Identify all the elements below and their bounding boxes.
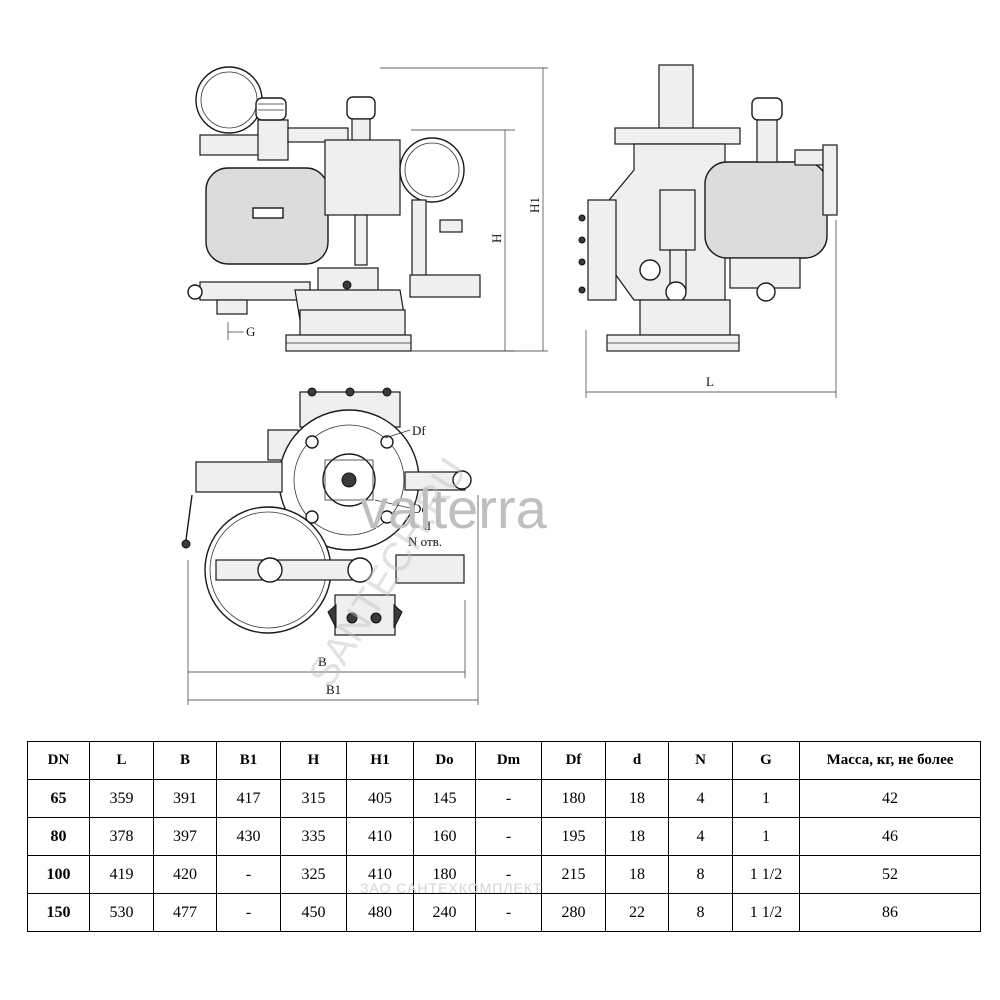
header-cell: DN: [27, 741, 90, 780]
table-cell: 8: [668, 855, 733, 894]
spec-table: DN L B B1 H H1 Do Dm Df d N G Масса, кг,…: [27, 741, 981, 932]
table-cell: 397: [153, 817, 217, 856]
table-cell: 315: [280, 779, 347, 818]
technical-drawing: H H1 G L: [181, 64, 838, 705]
table-cell: 378: [89, 817, 154, 856]
side-view: L: [578, 64, 838, 398]
label-d: d: [424, 518, 431, 533]
dim-G: G: [246, 324, 255, 339]
table-cell: 417: [216, 779, 281, 818]
header-cell: G: [732, 741, 800, 780]
table-row: 65 359 391 417 315 405 145 - 180 18 4 1 …: [27, 779, 981, 818]
header-cell: H1: [346, 741, 414, 780]
table-cell: 1: [732, 779, 800, 818]
table-cell: 150: [27, 893, 90, 932]
header-cell: Do: [413, 741, 476, 780]
table-cell: -: [216, 855, 281, 894]
top-view: Df Do d N отв. B B1: [181, 387, 479, 705]
table-cell: 1: [732, 817, 800, 856]
table-cell: -: [475, 779, 542, 818]
table-cell: 359: [89, 779, 154, 818]
header-cell: Масса, кг, не более: [799, 741, 981, 780]
table-cell: 430: [216, 817, 281, 856]
header-cell: d: [605, 741, 669, 780]
table-cell: 42: [799, 779, 981, 818]
header-cell: Dm: [475, 741, 542, 780]
table-cell: 46: [799, 817, 981, 856]
table-cell: 530: [89, 893, 154, 932]
table-cell: 65: [27, 779, 90, 818]
table-cell: 180: [541, 779, 606, 818]
table-cell: 22: [605, 893, 669, 932]
header-cell: N: [668, 741, 733, 780]
table-cell: 160: [413, 817, 476, 856]
header-cell: H: [280, 741, 347, 780]
table-cell: 215: [541, 855, 606, 894]
table-cell: 420: [153, 855, 217, 894]
dim-H: H: [489, 234, 504, 243]
table-cell: 4: [668, 779, 733, 818]
table-cell: 86: [799, 893, 981, 932]
table-cell: 335: [280, 817, 347, 856]
table-cell: 18: [605, 817, 669, 856]
table-header-row: DN L B B1 H H1 Do Dm Df d N G Масса, кг,…: [27, 741, 981, 780]
table-cell: 280: [541, 893, 606, 932]
label-N: N отв.: [408, 534, 442, 549]
table-cell: 477: [153, 893, 217, 932]
dim-L: L: [706, 374, 714, 389]
dim-B: B: [318, 654, 327, 669]
table-cell: -: [475, 855, 542, 894]
table-cell: 419: [89, 855, 154, 894]
table-cell: 195: [541, 817, 606, 856]
header-cell: Df: [541, 741, 606, 780]
table-cell: 145: [413, 779, 476, 818]
label-Df: Df: [412, 423, 426, 438]
table-cell: 18: [605, 855, 669, 894]
table-cell: 18: [605, 779, 669, 818]
table-cell: 8: [668, 893, 733, 932]
table-cell: 405: [346, 779, 414, 818]
table-row: 80 378 397 430 335 410 160 - 195 18 4 1 …: [27, 817, 981, 856]
watermark-brand: valterra: [360, 477, 548, 540]
table-cell: 80: [27, 817, 90, 856]
table-cell: 480: [346, 893, 414, 932]
table-cell: 180: [413, 855, 476, 894]
table-cell: -: [475, 817, 542, 856]
table-row: 100 419 420 - 325 410 180 - 215 18 8 1 1…: [27, 855, 981, 894]
table-cell: 410: [346, 817, 414, 856]
table-cell: 240: [413, 893, 476, 932]
table-cell: -: [475, 893, 542, 932]
table-cell: -: [216, 893, 281, 932]
table-cell: 1 1/2: [732, 855, 800, 894]
table-row: 150 530 477 - 450 480 240 - 280 22 8 1 1…: [27, 893, 981, 932]
table-cell: 410: [346, 855, 414, 894]
table-cell: 100: [27, 855, 90, 894]
table-cell: 325: [280, 855, 347, 894]
table-cell: 450: [280, 893, 347, 932]
front-view: H H1 G: [187, 66, 548, 352]
header-cell: L: [89, 741, 154, 780]
dim-B1: B1: [326, 682, 341, 697]
table-cell: 52: [799, 855, 981, 894]
table-cell: 391: [153, 779, 217, 818]
dim-H1: H1: [527, 197, 542, 213]
label-Do: Do: [412, 501, 428, 516]
header-cell: B1: [216, 741, 281, 780]
table-cell: 1 1/2: [732, 893, 800, 932]
table-cell: 4: [668, 817, 733, 856]
header-cell: B: [153, 741, 217, 780]
